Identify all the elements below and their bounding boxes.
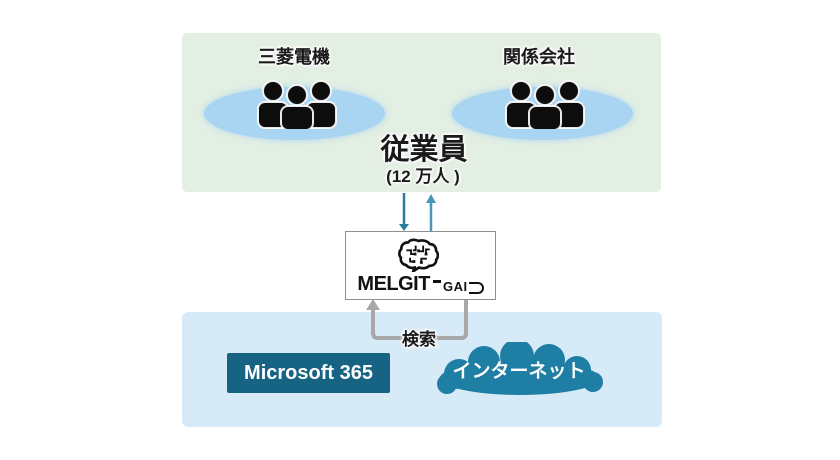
microsoft-365-badge: Microsoft 365 — [227, 353, 390, 393]
logo-main-text: MELGIT — [357, 273, 430, 295]
brain-circuit-icon — [398, 238, 439, 272]
logo-suffix-text: GAI — [442, 279, 468, 294]
mitsubishi-label: 三菱電機 — [258, 47, 330, 67]
down-arrow-icon — [399, 193, 409, 231]
employees-count-label: (12 万人 ) — [386, 167, 460, 186]
affiliates-label: 関係会社 — [503, 47, 575, 67]
logo-bracket-shape — [468, 282, 484, 294]
up-arrow-icon — [426, 194, 436, 231]
employees-title: 従業員 — [380, 134, 468, 166]
people-group-icon — [257, 80, 337, 129]
microsoft-365-label: Microsoft 365 — [244, 361, 373, 384]
melgit-gai-logo: MELGIT GAI — [345, 272, 496, 294]
internet-label: インターネット — [452, 361, 586, 382]
people-group-icon — [505, 80, 585, 129]
logo-dash — [432, 280, 441, 283]
cloud-icon — [437, 342, 603, 395]
search-label: 検索 — [402, 330, 436, 349]
